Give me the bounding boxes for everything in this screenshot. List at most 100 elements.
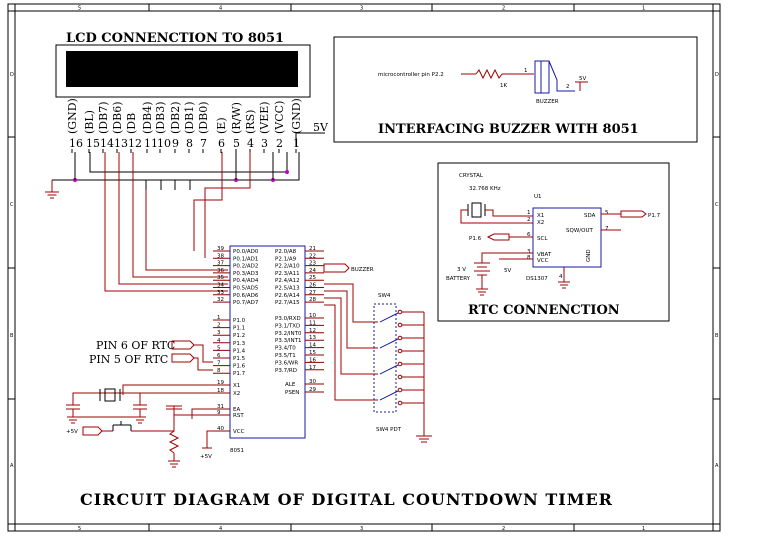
- rtc-title: RTC CONNENCTION: [468, 303, 620, 318]
- switch-blade: [379, 364, 399, 375]
- switch-array: SW4 SW4 PDT: [324, 283, 432, 443]
- mcu-pin-number: 6: [217, 353, 221, 359]
- mcu-pin-number: 18: [217, 388, 224, 394]
- mcu-pin-name: P2.4/A12: [275, 278, 300, 284]
- border-num-bottom-4: 2: [502, 526, 505, 532]
- switch-contact: [397, 361, 403, 367]
- rtc-crystal-label: CRYSTAL: [459, 173, 484, 179]
- mcu-pin-number: 4: [217, 338, 221, 344]
- border-letter-left-c: C: [10, 202, 14, 208]
- lcd-pin-number: 7: [200, 137, 207, 150]
- border-num-top-2: 4: [219, 6, 222, 12]
- mcu-pin-number: 36: [217, 268, 224, 274]
- mcu-crystal: [104, 388, 116, 402]
- lcd-pin-number: 4: [247, 137, 254, 150]
- mcu-pin-name: P3.3/INT1: [275, 338, 302, 344]
- rtc-p16-tag: P1.6: [469, 236, 482, 242]
- mcu-pin-name: P1.5: [233, 356, 246, 362]
- mcu-pin-name: P1.4: [233, 348, 246, 354]
- mcu-pin-number: 19: [217, 380, 224, 386]
- border-letter-left-a: A: [10, 463, 14, 469]
- mcu-pin-number: 29: [309, 387, 316, 393]
- sheet-border: 5 4 3 2 1 5 4 3 2 1 D C B A D C B A: [7, 3, 721, 532]
- mcu-pin-name: VCC: [233, 429, 245, 435]
- lcd-pin-number: 5: [233, 137, 240, 150]
- buzzer-pin2: 2: [566, 84, 570, 90]
- rtc-pin-sda: SDA: [584, 213, 596, 219]
- mcu-pin-name: P0.1/AD1: [233, 256, 258, 262]
- switch-contact: [397, 335, 403, 341]
- mcu-pin-number: 9: [217, 410, 221, 416]
- buzzer-input-label: microcontroller pin P2.2: [378, 72, 444, 78]
- mcu-pin-number: 35: [217, 275, 224, 281]
- lcd-pin-name: (RS): [244, 110, 257, 134]
- reset-supply-label: +5V: [66, 429, 78, 435]
- rtc-crystal-freq: 32.768 KHz: [469, 186, 501, 192]
- mcu-pin-number: 21: [309, 246, 316, 252]
- lcd-pin-name: (DB4): [141, 102, 154, 134]
- border-num-bottom-5: 1: [642, 526, 645, 532]
- mcu-pin-name: P2.0/A8: [275, 249, 297, 255]
- mcu-pin-name: P3.2/INT0: [275, 331, 302, 337]
- border-letter-left-b: B: [10, 333, 14, 339]
- mcu-pin-number: 25: [309, 275, 316, 281]
- border-letter-right-d: D: [715, 72, 719, 78]
- mcu-pin-name: P3.1/TXD: [275, 323, 300, 329]
- lcd-5v-label: 5V: [313, 121, 329, 134]
- lcd-pin-name: (DB2): [169, 102, 182, 134]
- mcu-pin-number: 22: [309, 253, 316, 259]
- rtc-pin-vcc: VCC: [537, 258, 549, 264]
- rtc-pin-vbat: VBAT: [537, 252, 552, 258]
- border-num-top-4: 2: [502, 6, 505, 12]
- switch-top-label: SW4: [378, 293, 391, 299]
- mcu-pin-name: P1.0: [233, 318, 246, 324]
- lcd-module: LCD CONNENCTION TO 8051 (GND)(BL)(DB7)(D…: [55, 31, 329, 153]
- mcu-pin-name: P2.2/A10: [275, 264, 300, 270]
- rtc-battery-label: BATTERY: [446, 276, 471, 282]
- rtc-pin-x1: X1: [537, 213, 544, 219]
- mcu-pin-name: P2.6/A14: [275, 293, 300, 299]
- mcu-pin-number: 26: [309, 283, 316, 289]
- oscillator-reset: +5V +5V: [66, 384, 213, 468]
- lcd-pin-name: (DB: [125, 113, 138, 134]
- mcu-pin-number: 8: [217, 368, 221, 374]
- lcd-pin-number: 14: [100, 137, 114, 150]
- vcc-supply-label: +5V: [200, 454, 212, 460]
- mcu-pin-name: P0.7/AD7: [233, 300, 259, 306]
- rtc-pinnum-5: 5: [605, 210, 609, 216]
- border-num-bottom-2: 4: [219, 526, 222, 532]
- mcu-pin-number: 37: [217, 261, 224, 267]
- mcu-pin-number: 30: [309, 379, 316, 385]
- switch-blade: [379, 312, 399, 323]
- mcu-pin-number: 3: [217, 330, 221, 336]
- lcd-pin-number: 3: [261, 137, 268, 150]
- rtc-frame: [437, 162, 670, 322]
- lcd-pin-name: (VCC): [273, 101, 286, 134]
- mcu-pin5-rtc: PIN 5 OF RTC: [89, 353, 168, 366]
- lcd-wiring: [45, 152, 300, 292]
- mcu-pin-name: P3.7/RD: [275, 368, 297, 374]
- rtc-crystal-symbol: [471, 202, 482, 218]
- border-letter-right-b: B: [715, 333, 719, 339]
- lcd-pin-number: 15: [86, 137, 100, 150]
- mcu-pin-number: 15: [309, 350, 316, 356]
- mcu-pin-number: 7: [217, 361, 221, 367]
- mcu-name: 8051: [230, 448, 244, 454]
- mcu-pin-number: 40: [217, 426, 224, 432]
- rtc-pin-gnd: GND: [586, 249, 592, 262]
- mcu-pin-number: 32: [217, 297, 224, 303]
- switch-body: [373, 303, 397, 413]
- rtc-pinnum-4: 4: [559, 274, 563, 280]
- lcd-pin-number: 2: [276, 137, 283, 150]
- border-num-bottom-1: 5: [78, 526, 81, 532]
- mcu-pin-number: 5: [217, 345, 221, 351]
- switch-contact: [397, 309, 403, 315]
- border-num-top-3: 3: [360, 6, 363, 12]
- mcu-pin-number: 33: [217, 290, 224, 296]
- mcu-pin-number: 39: [217, 246, 224, 252]
- mcu-pin-name: P0.3/AD3: [233, 271, 259, 277]
- mcu-pin-number: 2: [217, 323, 221, 329]
- mcu-pin-name: P0.0/AD0: [233, 249, 259, 255]
- mcu-pin-number: 28: [309, 297, 316, 303]
- lcd-pin-number: 16: [69, 137, 83, 150]
